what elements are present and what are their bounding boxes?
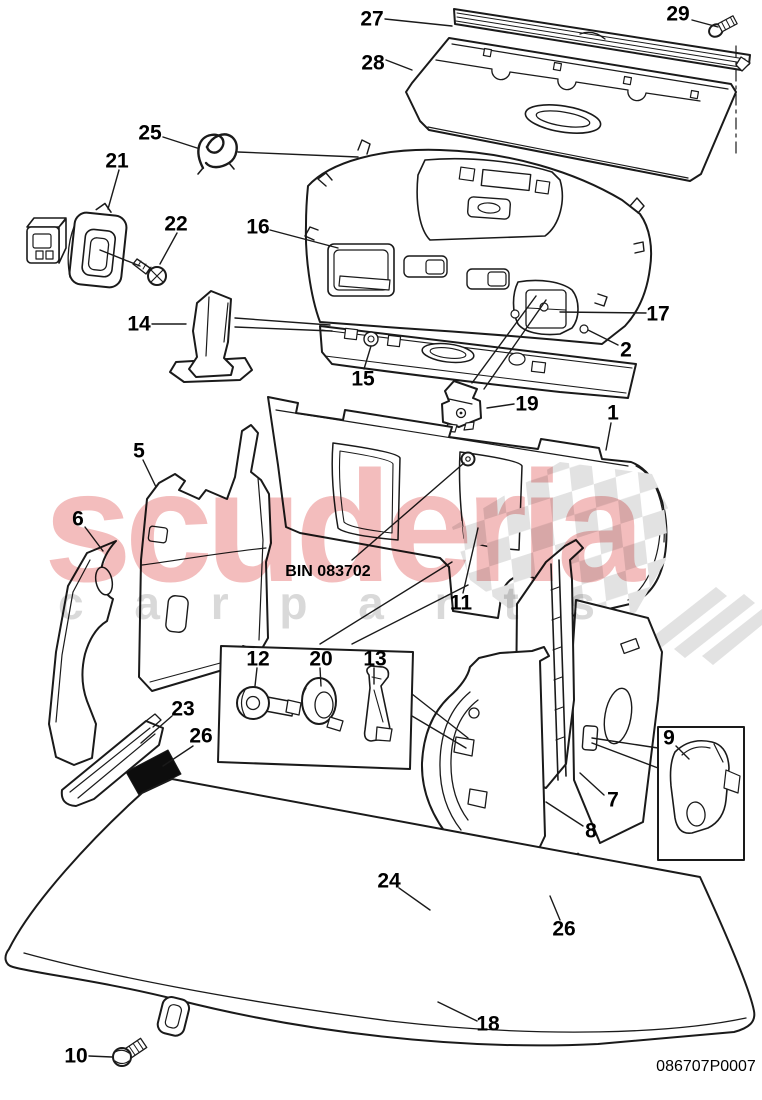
part-21-drawing [67,202,128,289]
part-25-drawing [197,133,238,175]
callout-6: 6 [72,507,84,531]
callout-29: 29 [666,2,690,26]
callout-21: 21 [105,149,129,173]
fastener-inset [217,645,414,770]
bin-label: BIN 083702 [285,563,371,580]
callout-7: 7 [607,788,619,812]
part-23-drawing [60,713,164,807]
callout-28: 28 [361,51,385,75]
callout-14: 14 [127,312,151,336]
document-number: 086707P0007 [656,1058,756,1075]
callout-26-left: 26 [189,724,213,748]
part-28-drawing [405,37,737,182]
callout-2: 2 [620,338,632,362]
callout-1: 1 [607,401,619,425]
callout-15: 15 [351,367,375,391]
part-22-drawing [132,258,167,286]
part-26-patch-left [125,749,182,796]
callout-22: 22 [164,212,188,236]
callout-18: 18 [476,1012,500,1036]
callout-17: 17 [646,302,670,326]
callout-10: 10 [64,1044,88,1068]
callout-24: 24 [377,869,401,893]
part-10-drawing [112,1037,148,1067]
callout-16: 16 [246,215,270,239]
callout-11: 11 [449,591,473,615]
part-5-drawing [138,424,272,692]
part-16-drawing [304,139,653,399]
leader-lines [84,18,719,1058]
part-27-drawing [453,8,751,72]
callout-5: 5 [133,439,145,463]
part-6-drawing [48,540,117,766]
callout-27: 27 [360,7,384,31]
part-14-drawing [169,290,253,383]
callout-12: 12 [246,647,270,671]
part-9-inset [657,726,745,861]
part-12-drawing [236,686,302,720]
part-18-drawing [4,778,756,1047]
callout-19: 19 [515,392,539,416]
part-20-drawing [301,677,344,732]
callout-9: 9 [663,726,675,750]
callout-20: 20 [309,647,333,671]
callout-25: 25 [138,121,162,145]
callout-26-right: 26 [552,917,576,941]
part-8-drawing [420,646,550,862]
panel-screw-drawing [460,451,476,467]
part-19-drawing [441,380,482,433]
callout-8: 8 [585,819,597,843]
callout-23: 23 [171,697,195,721]
callout-13: 13 [363,647,387,671]
switch-drawing [26,217,67,264]
